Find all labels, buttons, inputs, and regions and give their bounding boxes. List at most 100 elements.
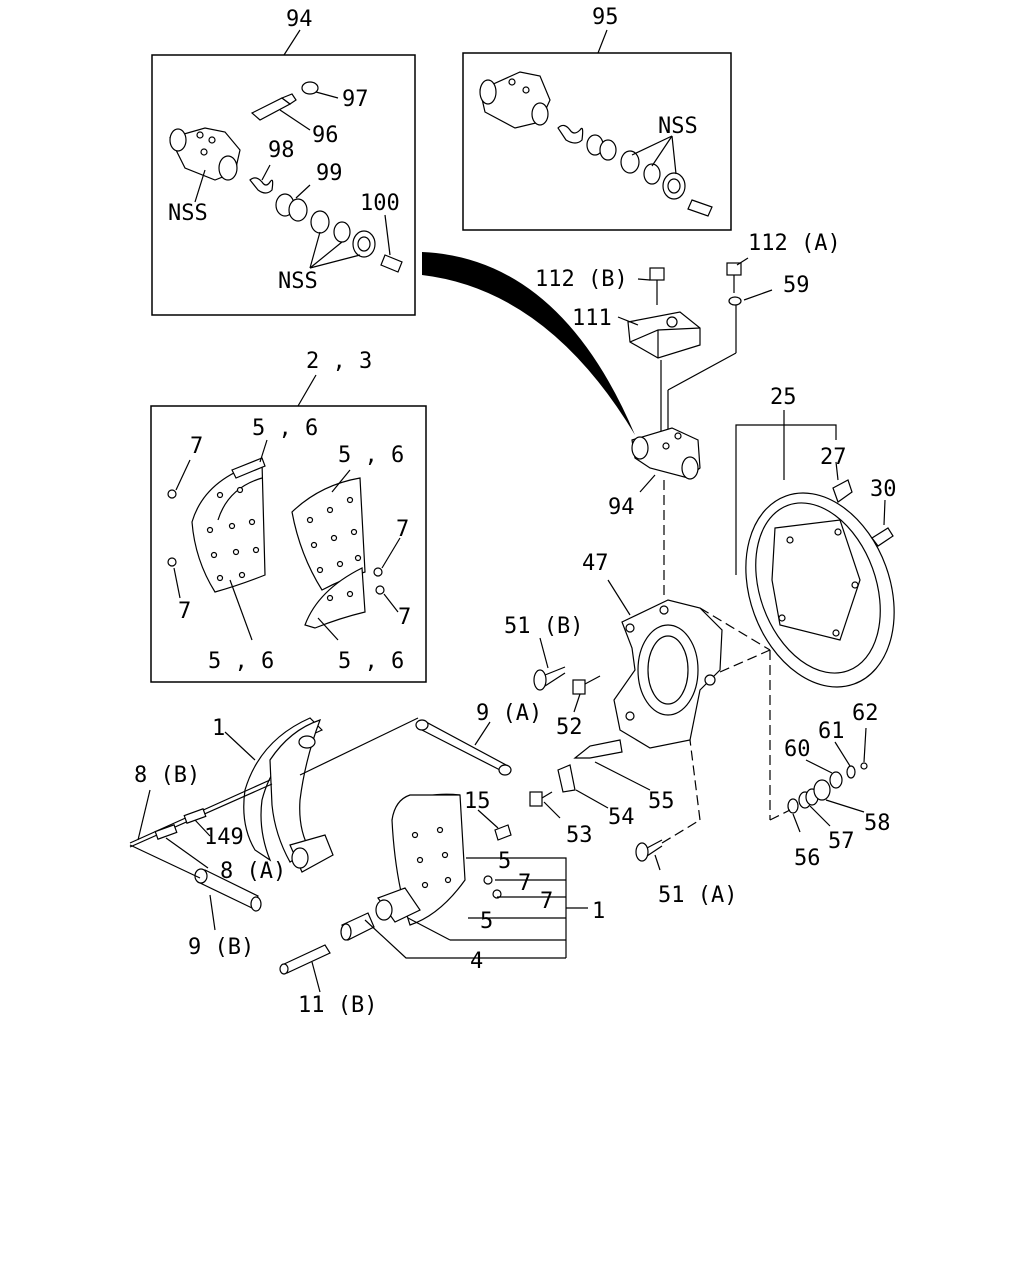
label-99: 99 [316, 161, 343, 186]
wheel-cylinder-94 [631, 427, 701, 480]
washer-56 [787, 798, 799, 814]
label-5-6-d: 5 , 6 [338, 649, 404, 674]
label-25: 25 [770, 385, 797, 410]
clip-54 [557, 764, 576, 793]
label-47: 47 [582, 551, 609, 576]
bolt-112b [649, 267, 665, 305]
shoe-lining-right [291, 477, 366, 629]
label-nss-left-2: NSS [278, 269, 318, 294]
brake-shoe-1 [243, 717, 334, 873]
piston-99 [275, 193, 308, 222]
label-7-e: 7 [518, 871, 531, 896]
label-94-mid: 94 [608, 495, 635, 520]
label-9a: 9 (A) [476, 701, 542, 726]
label-5-6-b: 5 , 6 [338, 443, 404, 468]
bleeder-screw-96 [250, 93, 297, 121]
label-5-6-c: 5 , 6 [208, 649, 274, 674]
label-51a: 51 (A) [658, 883, 737, 908]
label-58: 58 [864, 811, 891, 836]
label-1-top: 1 [212, 716, 225, 741]
rivets-7 [483, 875, 502, 899]
label-7-a: 7 [190, 434, 203, 459]
label-8b: 8 (B) [134, 763, 200, 788]
bolt-51a [635, 839, 663, 862]
bolt-15 [494, 824, 512, 841]
bolt-52 [572, 675, 601, 695]
pin-62 [860, 762, 868, 770]
label-53: 53 [566, 823, 593, 848]
label-27: 27 [820, 445, 847, 470]
push-rod-95 [687, 199, 713, 217]
bracket-111 [627, 311, 701, 359]
label-61: 61 [818, 719, 845, 744]
piston-95 [586, 134, 617, 161]
label-5-6-a: 5 , 6 [252, 416, 318, 441]
label-54: 54 [608, 805, 635, 830]
label-4: 4 [470, 949, 483, 974]
seal-58 [813, 779, 831, 801]
label-98: 98 [268, 138, 295, 163]
label-30: 30 [870, 477, 897, 502]
shoe-lining-left [191, 457, 266, 593]
label-112b: 112 (B) [535, 267, 628, 292]
label-59: 59 [783, 273, 810, 298]
label-100: 100 [360, 191, 400, 216]
spider-47 [613, 599, 723, 749]
seal-cups [310, 210, 376, 258]
inset-panel-94 [151, 54, 416, 316]
inset-panel-95 [462, 52, 732, 231]
spring-9b [194, 868, 262, 912]
label-5-a: 5 [498, 849, 511, 874]
label-60: 60 [784, 737, 811, 762]
label-112a: 112 (A) [748, 231, 841, 256]
label-56: 56 [794, 846, 821, 871]
label-11b: 11 (B) [298, 993, 377, 1018]
bolt-112a [726, 262, 742, 306]
label-5-b: 5 [480, 909, 493, 934]
label-111: 111 [572, 306, 612, 331]
bolt-53 [529, 791, 553, 807]
label-7-c: 7 [178, 599, 191, 624]
spring-9a [415, 719, 512, 776]
pin-149 [183, 808, 207, 824]
label-94-top: 94 [286, 7, 313, 32]
label-8a: 8 (A) [220, 859, 286, 884]
label-96: 96 [312, 123, 339, 148]
pointer-band [422, 252, 635, 435]
washer-60 [829, 771, 843, 789]
brake-shoe-front [375, 793, 466, 926]
label-62: 62 [852, 701, 879, 726]
label-nss-left-1: NSS [168, 201, 208, 226]
label-97: 97 [342, 87, 369, 112]
label-52: 52 [556, 715, 583, 740]
wheel-cylinder-94-inset [169, 127, 241, 181]
pin-11b [279, 944, 331, 975]
label-51b: 51 (B) [504, 614, 583, 639]
label-7-f: 7 [540, 889, 553, 914]
spring-98 [249, 177, 274, 194]
clip-55 [573, 739, 623, 759]
cap-97 [301, 81, 319, 95]
clip-27 [832, 479, 853, 503]
rivets-panel [167, 489, 385, 595]
label-55: 55 [648, 789, 675, 814]
push-rod-100 [380, 254, 403, 273]
backing-plate-25 [745, 492, 895, 688]
inset-panel-2-3 [150, 405, 427, 683]
label-15: 15 [464, 789, 491, 814]
label-149: 149 [204, 825, 244, 850]
pin-8a [154, 824, 178, 840]
label-2-3: 2 , 3 [306, 349, 372, 374]
label-7-b: 7 [396, 517, 409, 542]
label-57: 57 [828, 829, 855, 854]
spring-95 [557, 124, 584, 144]
label-9b: 9 (B) [188, 935, 254, 960]
bushing-4 [340, 912, 375, 941]
label-nss-right: NSS [658, 114, 698, 139]
wheel-cylinder-95-inset [479, 71, 551, 129]
label-95: 95 [592, 5, 619, 30]
label-7-d: 7 [398, 605, 411, 630]
bolt-30 [871, 527, 894, 547]
bolt-51b [533, 666, 566, 691]
